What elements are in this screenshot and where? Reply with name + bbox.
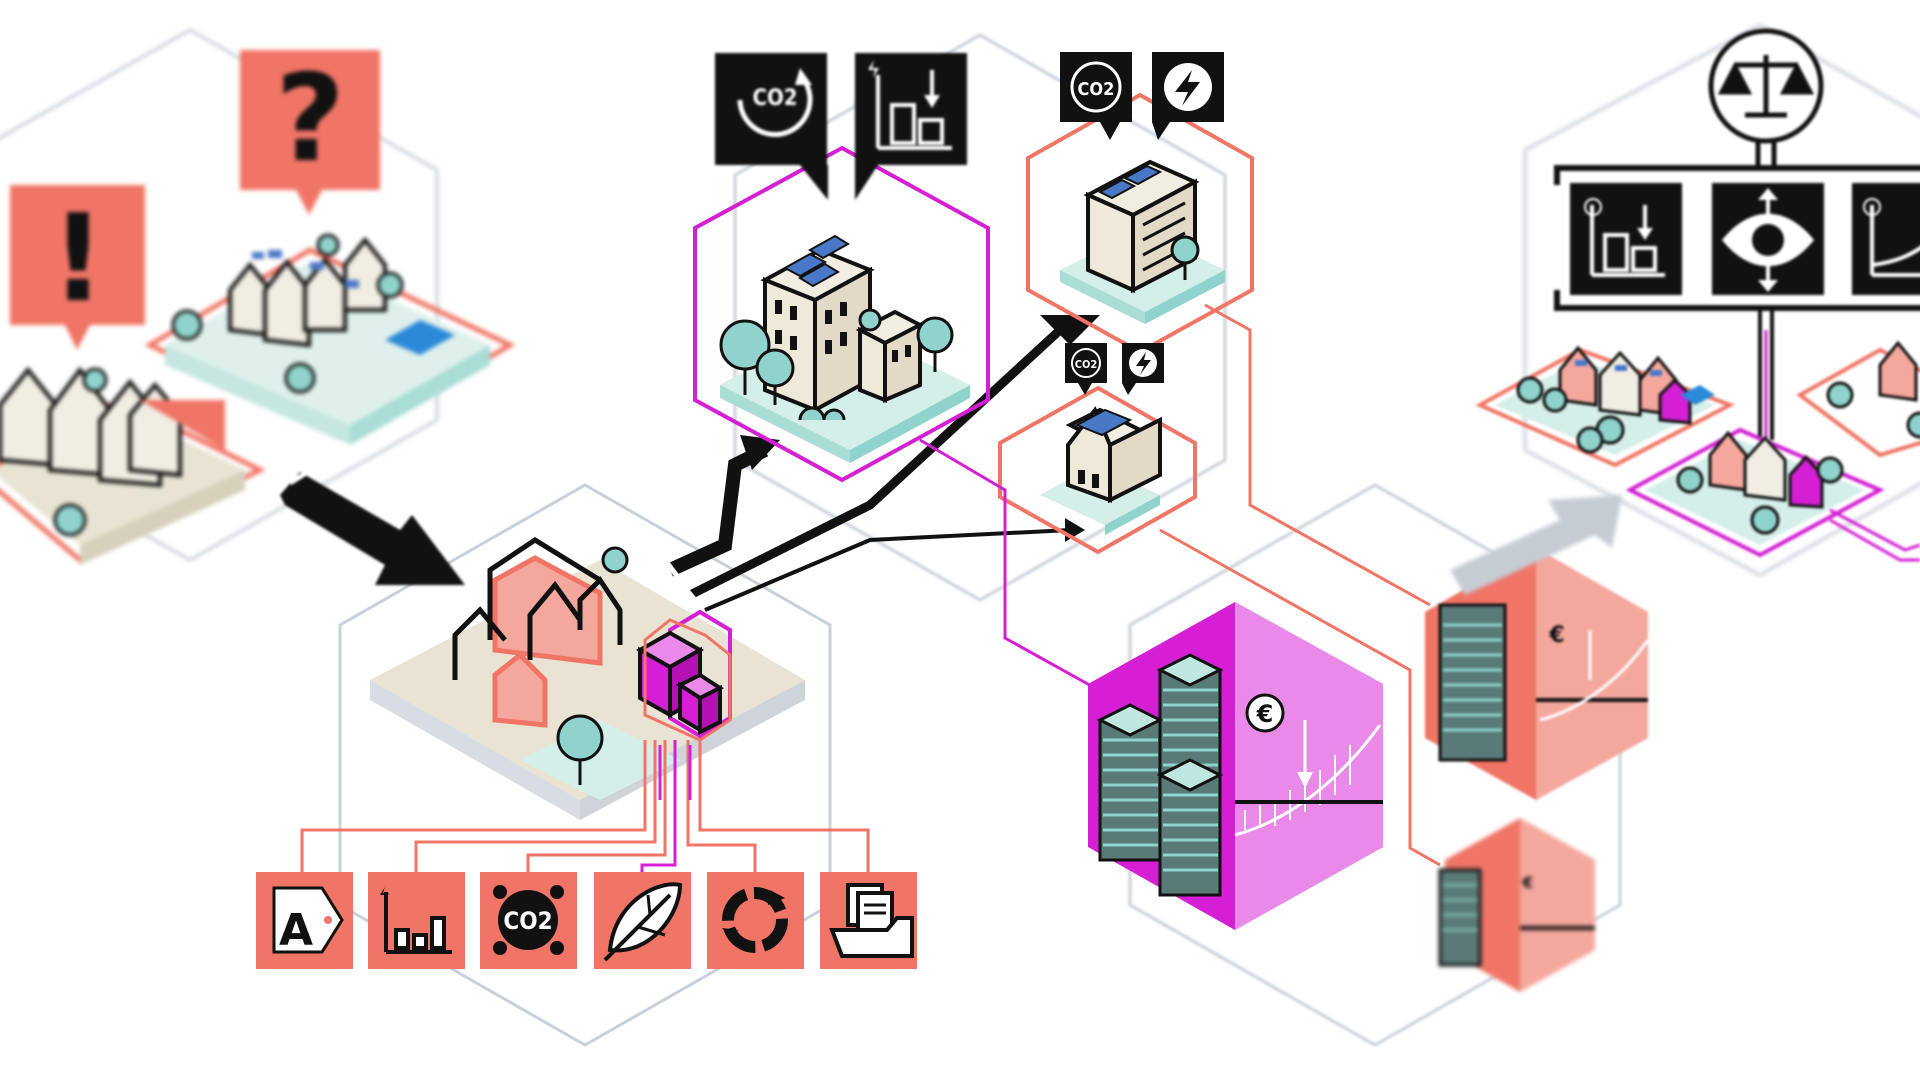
co2-label: CO2 (503, 907, 552, 935)
recycling-icon (707, 872, 804, 969)
legend-connectors (300, 740, 870, 872)
co2-cycle-icon: CO2 (715, 53, 828, 200)
salmon-cost-hex-large: € (1425, 548, 1650, 800)
co2-cycle-label: CO2 (752, 86, 797, 111)
scale-balance-icon (1717, 55, 1815, 118)
eye-inspection-icon (1712, 183, 1824, 295)
uncertain-neighborhood-group: ? ! (0, 50, 516, 565)
cost-decrease-chart-icon (1852, 183, 1920, 295)
central-building-block (370, 537, 805, 820)
right-evaluation-panel (1475, 28, 1920, 562)
legend-icon-row: A CO2 (256, 872, 917, 969)
salmon-apartment-hex (1026, 92, 1254, 355)
small-house-callouts: CO2 (1065, 343, 1164, 395)
energy-decrease-chart-icon (855, 53, 967, 200)
energy-decrease-chart-icon (1570, 183, 1682, 295)
exclamation-mark-glyph: ! (51, 190, 106, 329)
background-hexagons (0, 23, 1920, 1047)
top-callouts-right: CO2 (1060, 52, 1224, 140)
co2-badge-label: CO2 (1078, 79, 1115, 100)
cost-connectors (919, 303, 1441, 867)
energy-label-icon: A (256, 872, 353, 969)
energy-label-letter: A (279, 905, 313, 956)
top-callouts-left: CO2 (715, 53, 967, 200)
question-mark-glyph: ? (275, 50, 345, 189)
lightning-icon (1122, 343, 1164, 395)
magenta-cost-hex: € (1088, 602, 1383, 930)
euro-symbol: € (1256, 700, 1274, 728)
grey-flow-arrow (1450, 495, 1622, 595)
salmon-cost-hex-small: € (1438, 818, 1595, 992)
euro-symbol: € (1548, 623, 1564, 648)
co2-small-label: CO2 (1075, 358, 1098, 371)
co2-badge-icon: CO2 (1065, 343, 1107, 395)
leaf-icon (594, 872, 691, 969)
euro-symbol: € (1521, 873, 1533, 892)
co2-emission-icon: CO2 (480, 872, 577, 969)
lightning-icon (1152, 52, 1224, 140)
co2-badge-icon: CO2 (1060, 52, 1132, 140)
energy-decrease-chart-icon (368, 872, 465, 969)
magenta-office-hex (693, 145, 990, 483)
document-archive-icon (820, 872, 917, 969)
exclamation-callout: ! (10, 185, 145, 350)
question-callout: ? (240, 50, 380, 215)
salmon-house-hex (998, 385, 1197, 555)
banknote-stacks (1096, 653, 1224, 897)
flow-arrow-in (280, 452, 465, 585)
